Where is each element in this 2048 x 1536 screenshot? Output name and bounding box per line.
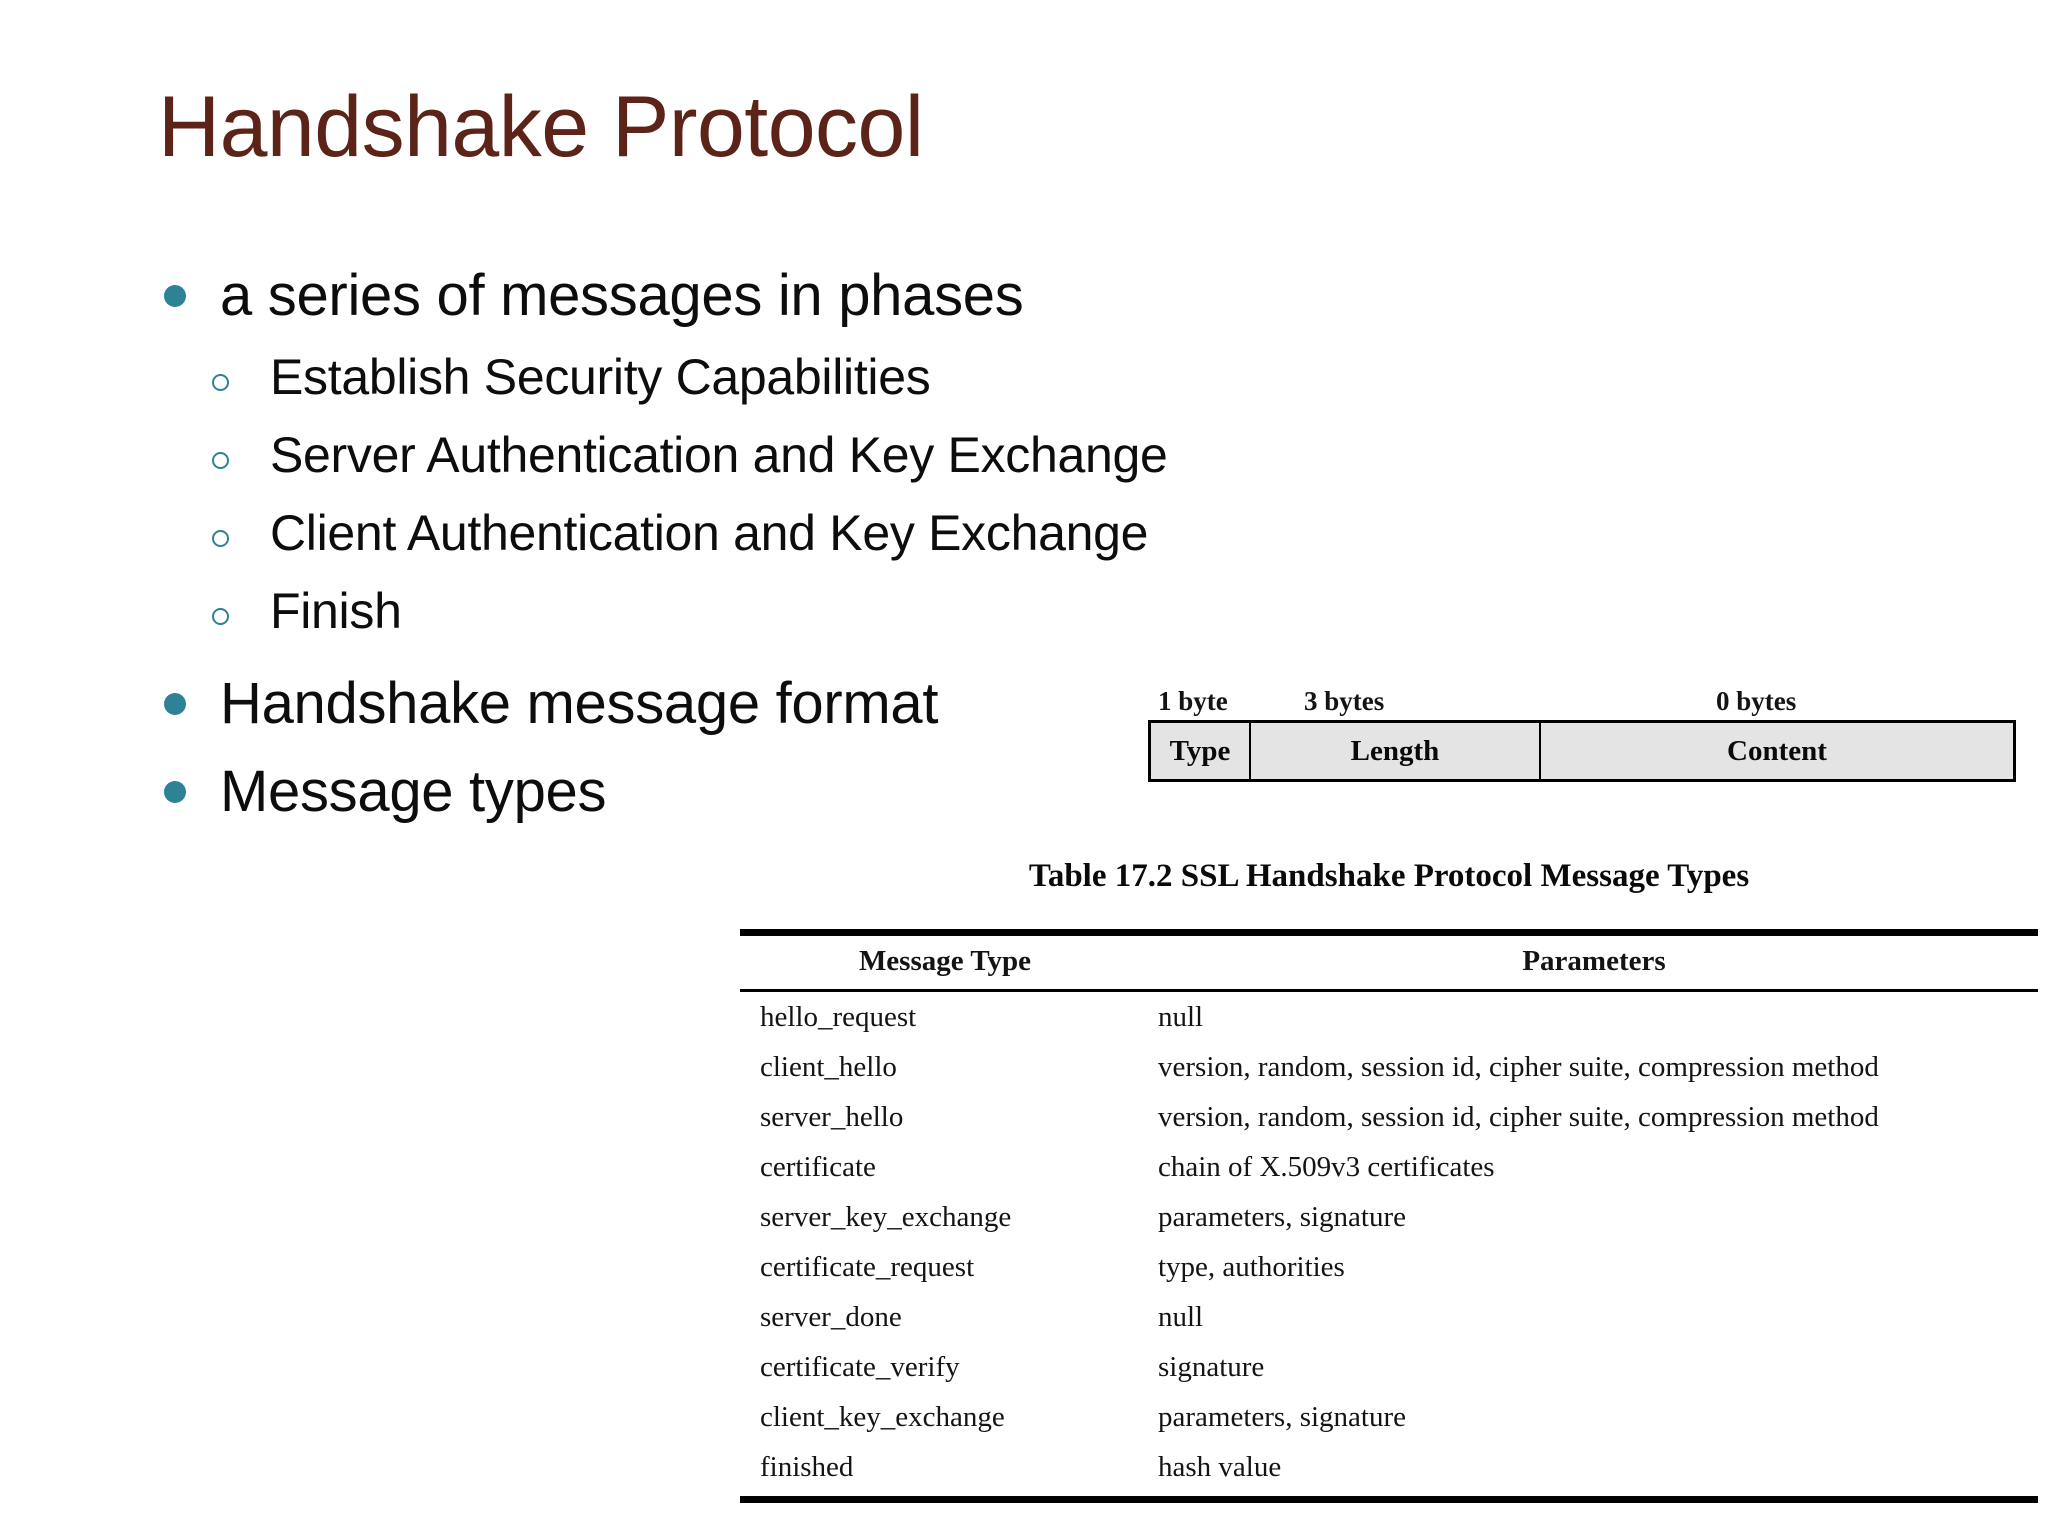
table-row: server_key_exchange parameters, signatur… — [740, 1192, 2038, 1242]
table-header-row: Message Type Parameters — [740, 929, 2038, 992]
list-item-label: Client Authentication and Key Exchange — [270, 505, 1149, 562]
column-header-message-type: Message Type — [740, 929, 1150, 992]
cell-message-type: server_done — [760, 1300, 902, 1333]
message-format-boxes: Type Length Content — [1148, 720, 2016, 782]
list-item: Establish Security Capabilities — [150, 345, 1300, 410]
cell-message-type: server_key_exchange — [760, 1200, 1012, 1233]
cell-parameters: hash value — [1150, 1442, 2038, 1503]
handshake-message-types-table: Message Type Parameters hello_request nu… — [740, 929, 2038, 1503]
length-bytes-label: 3 bytes — [1304, 686, 1385, 716]
content-bytes-label: 0 bytes — [1716, 686, 1797, 716]
table-caption: Table 17.2 SSL Handshake Protocol Messag… — [1028, 858, 1750, 894]
column-header-parameters: Parameters — [1150, 929, 2038, 992]
list-item-label: a series of messages in phases — [220, 263, 1024, 328]
bullet-ring-icon — [212, 608, 229, 626]
table-row: finished hash value — [740, 1442, 2038, 1503]
cell-parameters: version, random, session id, cipher suit… — [1158, 1050, 1879, 1083]
list-item: Handshake message format — [150, 666, 1300, 741]
list-item-label: Handshake message format — [220, 671, 939, 737]
table-row: server_hello version, random, session id… — [740, 1092, 2038, 1142]
bullet-ring-icon — [212, 530, 229, 548]
bullet-dot-icon — [164, 693, 186, 716]
list-item-label: Message types — [220, 758, 607, 824]
cell-message-type: certificate_verify — [760, 1350, 960, 1383]
list-item-label: Establish Security Capabilities — [270, 349, 931, 406]
list-item-label: Server Authentication and Key Exchange — [270, 427, 1168, 484]
cell-parameters: parameters, signature — [1158, 1400, 1407, 1433]
cell-parameters: type, authorities — [1158, 1250, 1345, 1283]
list-item: Finish — [150, 579, 1300, 644]
table-row: certificate_verify signature — [740, 1342, 2038, 1392]
page-title: Handshake Protocol — [158, 79, 924, 175]
cell-message-type: certificate — [760, 1150, 876, 1183]
table-row: hello_request null — [740, 991, 2038, 1043]
field-box-length: Length — [1251, 723, 1541, 779]
cell-message-type: certificate_request — [760, 1250, 975, 1283]
byte-size-labels: 1 byte 3 bytes 0 bytes — [1148, 686, 2016, 720]
table-row: server_done null — [740, 1292, 2038, 1342]
field-box-content: Content — [1727, 734, 1827, 767]
cell-parameters: null — [1158, 1000, 1204, 1033]
table-body: hello_request null client_hello version,… — [740, 991, 2038, 1503]
bullet-dot-icon — [164, 780, 186, 803]
table-row: certificate_request type, authorities — [740, 1242, 2038, 1292]
handshake-table-block: Table 17.2 SSL Handshake Protocol Messag… — [740, 858, 2038, 1503]
table-header: Message Type Parameters — [740, 929, 2038, 992]
list-item: Message types — [150, 754, 1300, 829]
bullet-ring-icon — [212, 452, 229, 470]
table-row: client_hello version, random, session id… — [740, 1042, 2038, 1092]
cell-message-type: server_hello — [760, 1100, 904, 1133]
cell-parameters: signature — [1158, 1350, 1265, 1383]
message-format-figure: 1 byte 3 bytes 0 bytes Type Length Conte… — [1148, 686, 2016, 782]
bullet-list: a series of messages in phases Establish… — [150, 258, 1300, 841]
cell-message-type: client_key_exchange — [760, 1400, 1005, 1433]
cell-parameters: null — [1158, 1300, 1204, 1333]
cell-parameters: version, random, session id, cipher suit… — [1158, 1100, 1879, 1133]
list-item: Server Authentication and Key Exchange — [150, 423, 1300, 488]
list-item-label: Finish — [270, 583, 402, 640]
cell-message-type: hello_request — [760, 1000, 917, 1033]
list-item: a series of messages in phases — [150, 258, 1300, 333]
list-item: Client Authentication and Key Exchange — [150, 501, 1300, 566]
cell-message-type: client_hello — [760, 1050, 897, 1083]
cell-parameters: parameters, signature — [1158, 1200, 1407, 1233]
cell-message-type: finished — [740, 1442, 1150, 1503]
field-box-type: Type — [1151, 723, 1251, 779]
table-row: certificate chain of X.509v3 certificate… — [740, 1142, 2038, 1192]
bullet-ring-icon — [212, 374, 229, 392]
table-row: client_key_exchange parameters, signatur… — [740, 1392, 2038, 1442]
sub-bullet-group: Establish Security Capabilities Server A… — [150, 345, 1300, 644]
bullet-dot-icon — [164, 285, 186, 307]
type-bytes-label: 1 byte — [1158, 686, 1228, 716]
cell-parameters: chain of X.509v3 certificates — [1158, 1150, 1495, 1183]
